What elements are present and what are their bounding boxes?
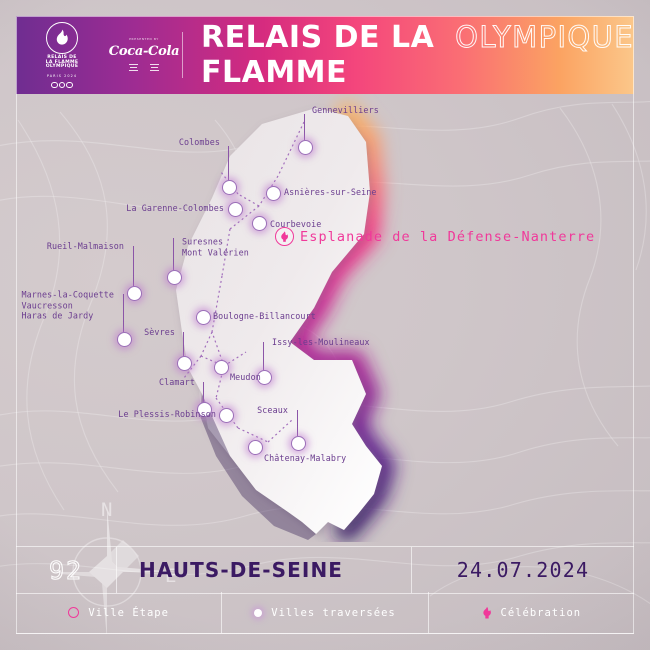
header-divider: [182, 32, 183, 78]
map-area: N E Gennevilliers Colombes Asnières-sur-…: [16, 94, 634, 634]
logo-line-3: OLYMPIQUE: [45, 64, 79, 70]
compass-east-label: E: [165, 565, 176, 587]
legend-item-celebration[interactable]: Célébration: [427, 592, 634, 633]
city-node-chatenay-malabry[interactable]: [247, 439, 263, 455]
logo-edition: PARIS 2024: [46, 74, 78, 79]
city-label-gennevilliers: Gennevilliers: [312, 104, 379, 115]
footer-sep-1: [116, 547, 117, 593]
legend-label-ville-etape: Ville Étape: [88, 606, 169, 619]
legend-label-celebration: Célébration: [500, 606, 582, 619]
page-title: RELAIS DE LA FLAMME OLYMPIQUE: [201, 20, 634, 91]
hollow-circle-icon: [68, 607, 80, 618]
city-label-issy-les-moulineaux: Issy-les-Moulineaux: [272, 336, 370, 347]
logo-line-2: LA FLAMME: [45, 59, 79, 65]
city-node-rueil-malmaison[interactable]: [126, 285, 142, 301]
city-nodes-layer: Gennevilliers Colombes Asnières-sur-Sein…: [16, 94, 634, 542]
footer-sep-2: [411, 547, 412, 593]
city-label-courbevoie: Courbevoie: [270, 218, 322, 229]
legend-item-ville-etape[interactable]: Ville Étape: [16, 592, 221, 633]
legend-label-villes-traversees: Villes traversées: [271, 606, 396, 619]
department-name: HAUTS-DE-SEINE: [139, 558, 344, 582]
logo-line-1: RELAIS DE: [47, 54, 77, 60]
city-label-marnes-vaucresson-jardy: Marnes-la-Coquette Vaucresson Haras de J…: [21, 289, 114, 321]
celebration-label: Esplanade de la Défense-Nanterre: [300, 228, 596, 245]
logo-wordmark: RELAIS DE LA FLAMME OLYMPIQUE: [45, 54, 79, 70]
city-node-suresnes-mont-valerien[interactable]: [166, 269, 182, 285]
city-node-clamart[interactable]: [196, 401, 212, 417]
city-node-colombes[interactable]: [221, 179, 237, 195]
flame-icon: [46, 21, 78, 54]
city-label-asnieres-sur-seine: Asnières-sur-Seine: [284, 186, 377, 197]
glow-dot-icon: [254, 608, 263, 617]
city-label-meudon: Meudon: [230, 371, 261, 382]
coca-cola-logo: Coca-Cola: [108, 43, 180, 59]
stem-issy-les-moulineaux: [263, 342, 265, 370]
city-label-chatenay-malabry: Châtenay-Malabry: [264, 452, 347, 463]
city-node-issy-les-moulineaux[interactable]: [256, 369, 272, 385]
title-bold: RELAIS DE LA FLAMME: [201, 20, 435, 90]
stem-rueil-malmaison: [133, 246, 135, 286]
compass-rose-icon: N E: [61, 499, 177, 634]
city-label-la-garenne-colombes: La Garenne-Colombes: [126, 202, 224, 213]
stem-suresnes: [173, 238, 175, 270]
footer: 92 HAUTS-DE-SEINE 24.07.2024 Ville Étape…: [16, 546, 634, 634]
sponsor-block: PRESENTED BY Coca-Cola: [108, 16, 180, 94]
city-label-rueil-malmaison: Rueil-Malmaison: [46, 240, 124, 251]
city-node-boulogne-billancourt[interactable]: [195, 309, 211, 325]
department-map: [176, 103, 397, 541]
city-node-sevres[interactable]: [176, 355, 192, 371]
city-node-la-garenne-colombes[interactable]: [227, 201, 243, 217]
stem-sceaux: [297, 410, 299, 436]
city-node-meudon[interactable]: [213, 359, 229, 375]
city-node-asnieres-sur-seine[interactable]: [265, 185, 281, 201]
stem-marnes-la-coquette: [123, 294, 125, 332]
sponsor-sub-marks-icon: [127, 60, 161, 74]
stem-gennevilliers: [304, 114, 306, 140]
city-label-clamart: Clamart: [159, 376, 195, 387]
city-label-suresnes-mont-valerien: Suresnes Mont Valérien: [182, 236, 249, 258]
legend: Ville Étape Villes traversées Célébratio…: [16, 592, 634, 634]
compass-north-label: N: [101, 499, 112, 521]
city-node-courbevoie[interactable]: [251, 215, 267, 231]
footer-primary-row: 92 HAUTS-DE-SEINE 24.07.2024: [16, 546, 634, 594]
torch-relay-logo: RELAIS DE LA FLAMME OLYMPIQUE PARIS 2024: [16, 16, 108, 94]
stem-colombes: [228, 146, 230, 180]
torch-icon: [482, 606, 492, 619]
city-node-sceaux[interactable]: [290, 435, 306, 451]
city-label-sceaux: Sceaux: [257, 404, 288, 415]
city-label-sevres: Sèvres: [144, 326, 175, 337]
city-node-marnes-vaucresson-jardy[interactable]: [116, 331, 132, 347]
stem-clamart: [203, 382, 205, 402]
city-label-le-plessis-robinson: Le Plessis-Robinson: [118, 408, 216, 419]
event-date: 24.07.2024: [456, 558, 590, 582]
city-label-colombes: Colombes: [178, 136, 220, 147]
celebration-marker[interactable]: Esplanade de la Défense-Nanterre: [275, 227, 595, 246]
department-number: 92: [48, 555, 84, 585]
legend-item-villes-traversees[interactable]: Villes traversées: [221, 592, 427, 633]
city-label-boulogne-billancourt: Boulogne-Billancourt: [213, 310, 316, 321]
sponsor-kicker: PRESENTED BY: [129, 36, 159, 41]
header-banner: RELAIS DE LA FLAMME OLYMPIQUE PARIS 2024…: [16, 16, 634, 94]
stem-sevres: [183, 332, 185, 356]
torch-icon: [275, 227, 294, 246]
city-node-le-plessis-robinson[interactable]: [218, 407, 234, 423]
olympic-rings-icon: [51, 81, 73, 89]
city-node-gennevilliers[interactable]: [297, 139, 313, 155]
title-thin: OLYMPIQUE: [455, 20, 634, 55]
